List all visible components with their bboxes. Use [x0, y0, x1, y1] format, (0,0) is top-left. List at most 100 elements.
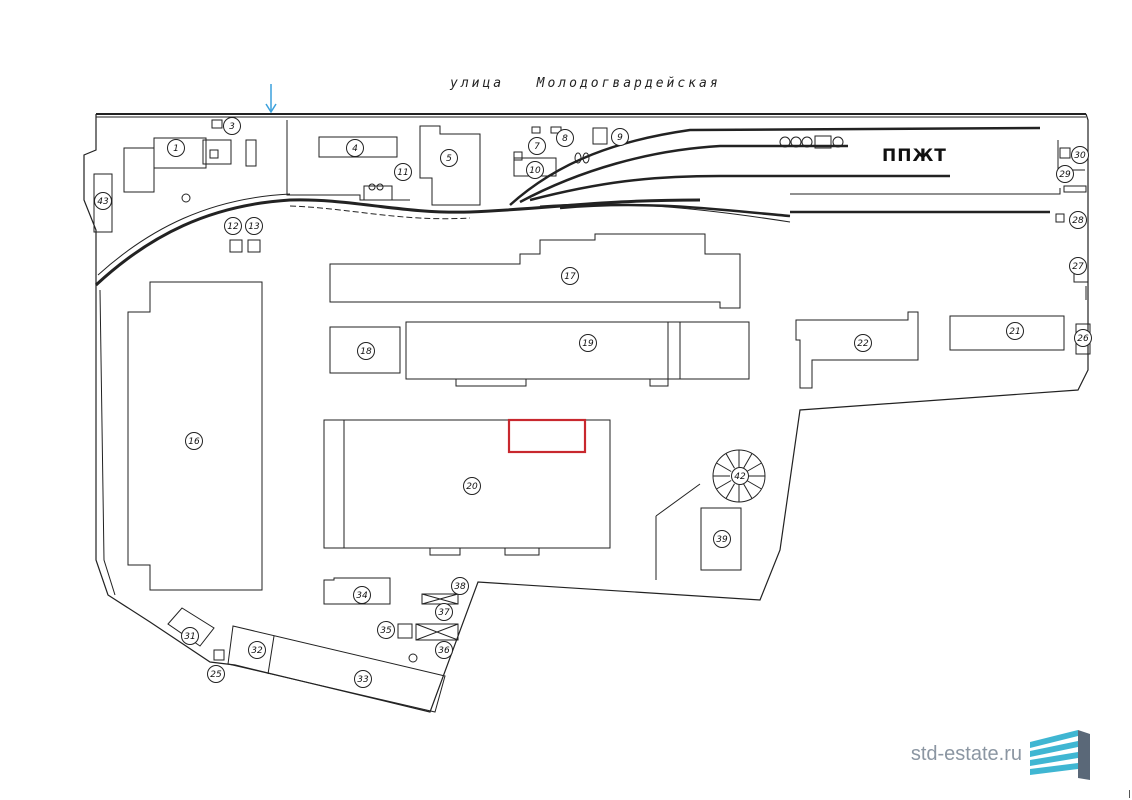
building-number: 27 — [1072, 262, 1084, 272]
building-number: 28 — [1072, 216, 1084, 226]
building-label-17: 17 — [561, 267, 579, 285]
brand-logo-icon — [1030, 730, 1090, 780]
building-34 — [323, 577, 391, 605]
building-label-38: 38 — [451, 577, 469, 595]
building-32-33 — [227, 625, 446, 713]
building-number: 36 — [438, 646, 450, 656]
building-17 — [329, 233, 741, 309]
building-label-43: 43 — [94, 192, 112, 210]
building-22 — [795, 311, 919, 389]
building-label-20: 20 — [463, 477, 481, 495]
building-1 — [123, 137, 257, 193]
building-number: 20 — [466, 482, 478, 492]
building-43 — [93, 173, 113, 233]
building-number: 33 — [357, 675, 369, 685]
edge-tick — [1129, 790, 1130, 798]
street-line — [96, 113, 1086, 118]
buildings-35-38 — [397, 593, 459, 663]
building-19 — [405, 321, 750, 387]
building-3 — [211, 119, 223, 129]
railway-tracks — [94, 126, 1061, 287]
building-label-30: 30 — [1071, 146, 1089, 164]
building-number: 9 — [617, 133, 623, 143]
building-label-3: 3 — [223, 117, 241, 135]
building-number: 13 — [248, 222, 260, 232]
building-number: 16 — [188, 437, 200, 447]
highlighted-premises[interactable] — [507, 418, 587, 454]
building-label-35: 35 — [377, 621, 395, 639]
building-42-roundhouse — [712, 449, 766, 503]
building-label-18: 18 — [357, 342, 375, 360]
building-label-26: 26 — [1074, 329, 1092, 347]
building-21 — [949, 315, 1065, 351]
building-number: 19 — [582, 339, 594, 349]
building-number: 11 — [397, 168, 408, 178]
building-number: 31 — [184, 632, 195, 642]
building-39-yard — [655, 483, 701, 580]
inner-boundary-left — [99, 289, 116, 596]
building-number: 5 — [446, 154, 452, 164]
brand-text[interactable]: std-estate.ru — [910, 742, 1022, 765]
building-label-11: 11 — [394, 163, 412, 181]
building-5 — [419, 125, 481, 206]
building-20 — [323, 419, 611, 556]
building-label-33: 33 — [354, 670, 372, 688]
building-label-37: 37 — [435, 603, 453, 621]
tanks — [779, 135, 844, 149]
building-number: 22 — [857, 339, 869, 349]
building-number: 4 — [352, 144, 358, 154]
building-label-32: 32 — [248, 641, 266, 659]
building-number: 32 — [251, 646, 263, 656]
building-label-22: 22 — [854, 334, 872, 352]
building-18 — [329, 326, 401, 374]
zone-label: ППЖТ — [882, 146, 947, 166]
building-number: 34 — [356, 591, 368, 601]
building-number: 30 — [1074, 151, 1086, 161]
street-label: улица Молодогвардейская — [450, 76, 721, 91]
building-25 — [213, 649, 225, 661]
building-number: 43 — [97, 197, 109, 207]
building-number: 3 — [229, 122, 235, 132]
building-label-12: 12 — [224, 217, 242, 235]
site-boundary — [83, 113, 1089, 713]
building-label-13: 13 — [245, 217, 263, 235]
building-label-27: 27 — [1069, 257, 1087, 275]
building-4-block — [286, 120, 410, 201]
building-number: 8 — [562, 134, 568, 144]
building-number: 1 — [173, 144, 179, 154]
building-number: 39 — [716, 535, 728, 545]
building-label-34: 34 — [353, 586, 371, 604]
entrance-arrow-icon — [265, 84, 277, 114]
building-label-1: 1 — [167, 139, 185, 157]
building-label-42: 42 — [731, 467, 749, 485]
building-label-21: 21 — [1006, 322, 1024, 340]
building-number: 10 — [529, 166, 541, 176]
building-label-31: 31 — [181, 627, 199, 645]
brand[interactable]: std-estate.ru — [911, 728, 1090, 780]
building-label-7: 7 — [528, 137, 546, 155]
building-label-10: 10 — [526, 161, 544, 179]
building-number: 35 — [380, 626, 392, 636]
building-label-5: 5 — [440, 149, 458, 167]
building-label-28: 28 — [1069, 211, 1087, 229]
building-39 — [700, 507, 742, 571]
building-label-36: 36 — [435, 641, 453, 659]
building-label-39: 39 — [713, 530, 731, 548]
buildings-12-13 — [181, 193, 261, 253]
building-label-29: 29 — [1056, 165, 1074, 183]
building-label-4: 4 — [346, 139, 364, 157]
building-label-19: 19 — [579, 334, 597, 352]
building-number: 17 — [564, 272, 576, 282]
building-16 — [127, 281, 263, 591]
building-number: 7 — [534, 142, 540, 152]
building-label-25: 25 — [207, 665, 225, 683]
building-number: 12 — [227, 222, 239, 232]
building-number: 29 — [1059, 170, 1071, 180]
building-number: 18 — [360, 347, 372, 357]
building-number: 38 — [454, 582, 466, 592]
buildings-7-10 — [513, 126, 608, 177]
building-number: 37 — [438, 608, 450, 618]
building-number: 26 — [1077, 334, 1089, 344]
